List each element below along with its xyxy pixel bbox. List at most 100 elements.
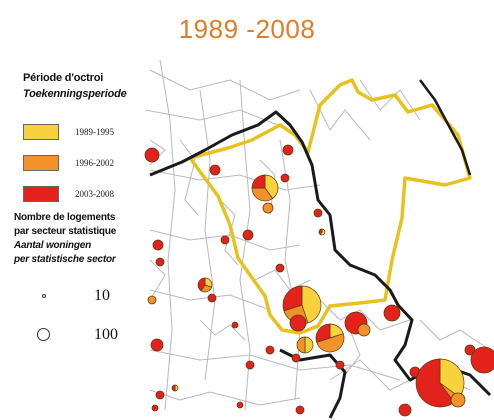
legend-swatch-1996-2002 [23,155,59,171]
pie-slice [242,229,254,241]
legend: Période d'octroi Toekenningsperiode 1989… [0,0,145,420]
pie-slice [155,390,165,400]
legend-period-title-fr: Période d'octroi [23,72,104,84]
pie-slice [220,235,230,245]
pie-symbol [251,174,279,202]
pie-slice [251,174,266,189]
pie-symbol [383,304,401,322]
pie-slice [316,333,345,353]
pie-symbol [207,293,217,303]
legend-size-title-nl-1: Aantal woningen [14,240,92,251]
pie-symbol [296,336,314,354]
pie-symbol [152,239,164,251]
legend-label-1989-1995: 1989-1995 [75,127,114,137]
pie-slice [335,360,345,370]
pie-symbol [147,295,157,305]
legend-size-title-fr-2: par secteur statistique [14,226,117,237]
pie-slice [264,174,279,200]
pie-slice [207,293,217,303]
pie-symbol [315,323,345,353]
legend-size-symbol-10 [42,294,46,298]
pie-symbol [357,323,371,337]
pie-symbol [151,404,159,412]
legend-label-2003-2008: 2003-2008 [75,189,114,199]
legend-size-symbol-100 [37,328,50,341]
pie-slice [262,202,274,214]
pie-symbol [398,403,412,417]
pie-slice [231,321,239,329]
pie-slice [289,314,307,332]
legend-size-label-100: 100 [94,326,118,343]
pie-slice [291,353,301,363]
pie-symbol [289,314,307,332]
pie-symbol [231,321,239,329]
pie-symbol [313,208,323,218]
pie-symbol [335,360,345,370]
pie-slice [209,164,221,176]
pie-symbol [318,228,326,236]
pie-slice [470,346,494,374]
pie-symbol [450,392,466,408]
pie-slice [301,285,322,324]
pie-slice [313,208,323,218]
map-title: 1989 -2008 [178,14,316,44]
zone-outline [188,78,472,335]
legend-swatch-1989-1995 [23,124,59,140]
legend-label-1996-2002: 1996-2002 [75,158,114,168]
pie-slice [236,401,244,409]
pie-symbol [155,390,165,400]
pie-slice [155,257,165,267]
legend-size-label-10: 10 [94,287,110,304]
pie-slice [152,239,164,251]
pie-symbol [245,360,255,370]
pie-symbol [470,346,494,374]
pie-slice [398,403,412,417]
pie-slice [251,187,274,202]
pie-symbol [209,164,221,176]
legend-size-title-fr-1: Nombre de logements [14,212,116,223]
pie-symbol [262,202,274,214]
pie-slice [464,344,476,356]
pie-symbol [295,405,305,415]
pie-slice [295,405,305,415]
pie-symbol [197,277,213,293]
municipal-boundary-south [279,348,347,419]
pie-symbol [280,173,290,183]
municipal-boundary-east [419,79,472,176]
pie-slice [150,338,164,352]
legend-swatch-2003-2008 [23,186,59,202]
pie-slice [245,360,255,370]
pie-symbol [236,401,244,409]
pie-slice [275,263,285,273]
pie-slice [304,336,314,354]
pie-symbol [265,345,275,355]
pie-slice [315,323,331,343]
pie-slice [265,345,275,355]
pie-slice [282,144,294,156]
pie-slice [357,323,371,337]
pie-slice [282,285,303,312]
pie-symbol [291,353,301,363]
pie-slice [197,277,206,292]
pie-slice [147,295,157,305]
pie-slice [296,336,306,354]
legend-size-title-nl-2: per statistische sector [14,254,116,265]
pie-slice [318,228,323,235]
pie-symbol [220,235,230,245]
pie-symbol [282,144,294,156]
pie-symbol [150,338,164,352]
pie-symbol [144,147,160,163]
municipal-boundary-north [149,110,492,397]
pie-symbol [242,229,254,241]
pie-symbol [171,384,179,392]
pie-slice [450,392,466,408]
pie-slice [415,358,455,408]
pie-symbol [464,344,476,356]
legend-period-title-nl: Toekenningsperiode [23,88,127,100]
pie-symbol [275,263,285,273]
pie-symbol [155,257,165,267]
pie-slice [174,384,179,392]
pie-slice [383,304,401,322]
pie-slice [171,384,176,392]
